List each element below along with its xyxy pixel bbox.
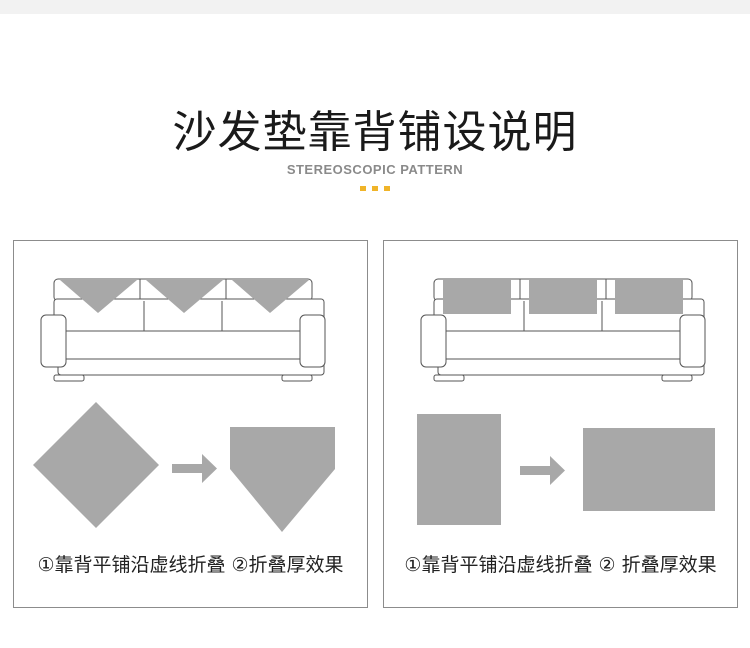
- accent-dot: [384, 186, 390, 191]
- top-strip: [0, 0, 750, 14]
- triangle-cover: [60, 280, 137, 313]
- panel-rectangle-fold: ①靠背平铺沿虚线折叠 ② 折叠厚效果: [383, 240, 738, 608]
- triangle-cover: [232, 280, 309, 313]
- tall-rectangle-shape: [417, 414, 501, 525]
- backrest-cover-marks: [443, 279, 683, 314]
- rectangle-cover: [443, 279, 511, 314]
- triangle-cover: [146, 280, 223, 313]
- arrow-right-icon: [172, 454, 217, 483]
- wide-rectangle-shape: [583, 428, 715, 511]
- panel-illustration: [417, 278, 715, 525]
- pentagon-shape: [230, 427, 335, 532]
- panel-illustration: [33, 278, 335, 532]
- page-title: 沙发垫靠背铺设说明: [172, 107, 578, 158]
- panel-caption: ①靠背平铺沿虚线折叠 ②折叠厚效果: [37, 554, 344, 576]
- sofa-icon: [40, 278, 326, 382]
- arrow-right-icon: [520, 456, 565, 485]
- accent-dot: [372, 186, 378, 191]
- page-subtitle: STEREOSCOPIC PATTERN: [286, 162, 464, 177]
- panel-caption: ①靠背平铺沿虚线折叠 ② 折叠厚效果: [404, 554, 717, 576]
- rectangle-cover: [615, 279, 683, 314]
- rectangle-cover: [529, 279, 597, 314]
- accent-dot: [360, 186, 366, 191]
- accent-dots: [360, 186, 390, 192]
- backrest-cover-marks: [60, 280, 309, 313]
- panel-triangle-fold: ①靠背平铺沿虚线折叠 ②折叠厚效果: [13, 240, 368, 608]
- diamond-shape: [33, 402, 159, 528]
